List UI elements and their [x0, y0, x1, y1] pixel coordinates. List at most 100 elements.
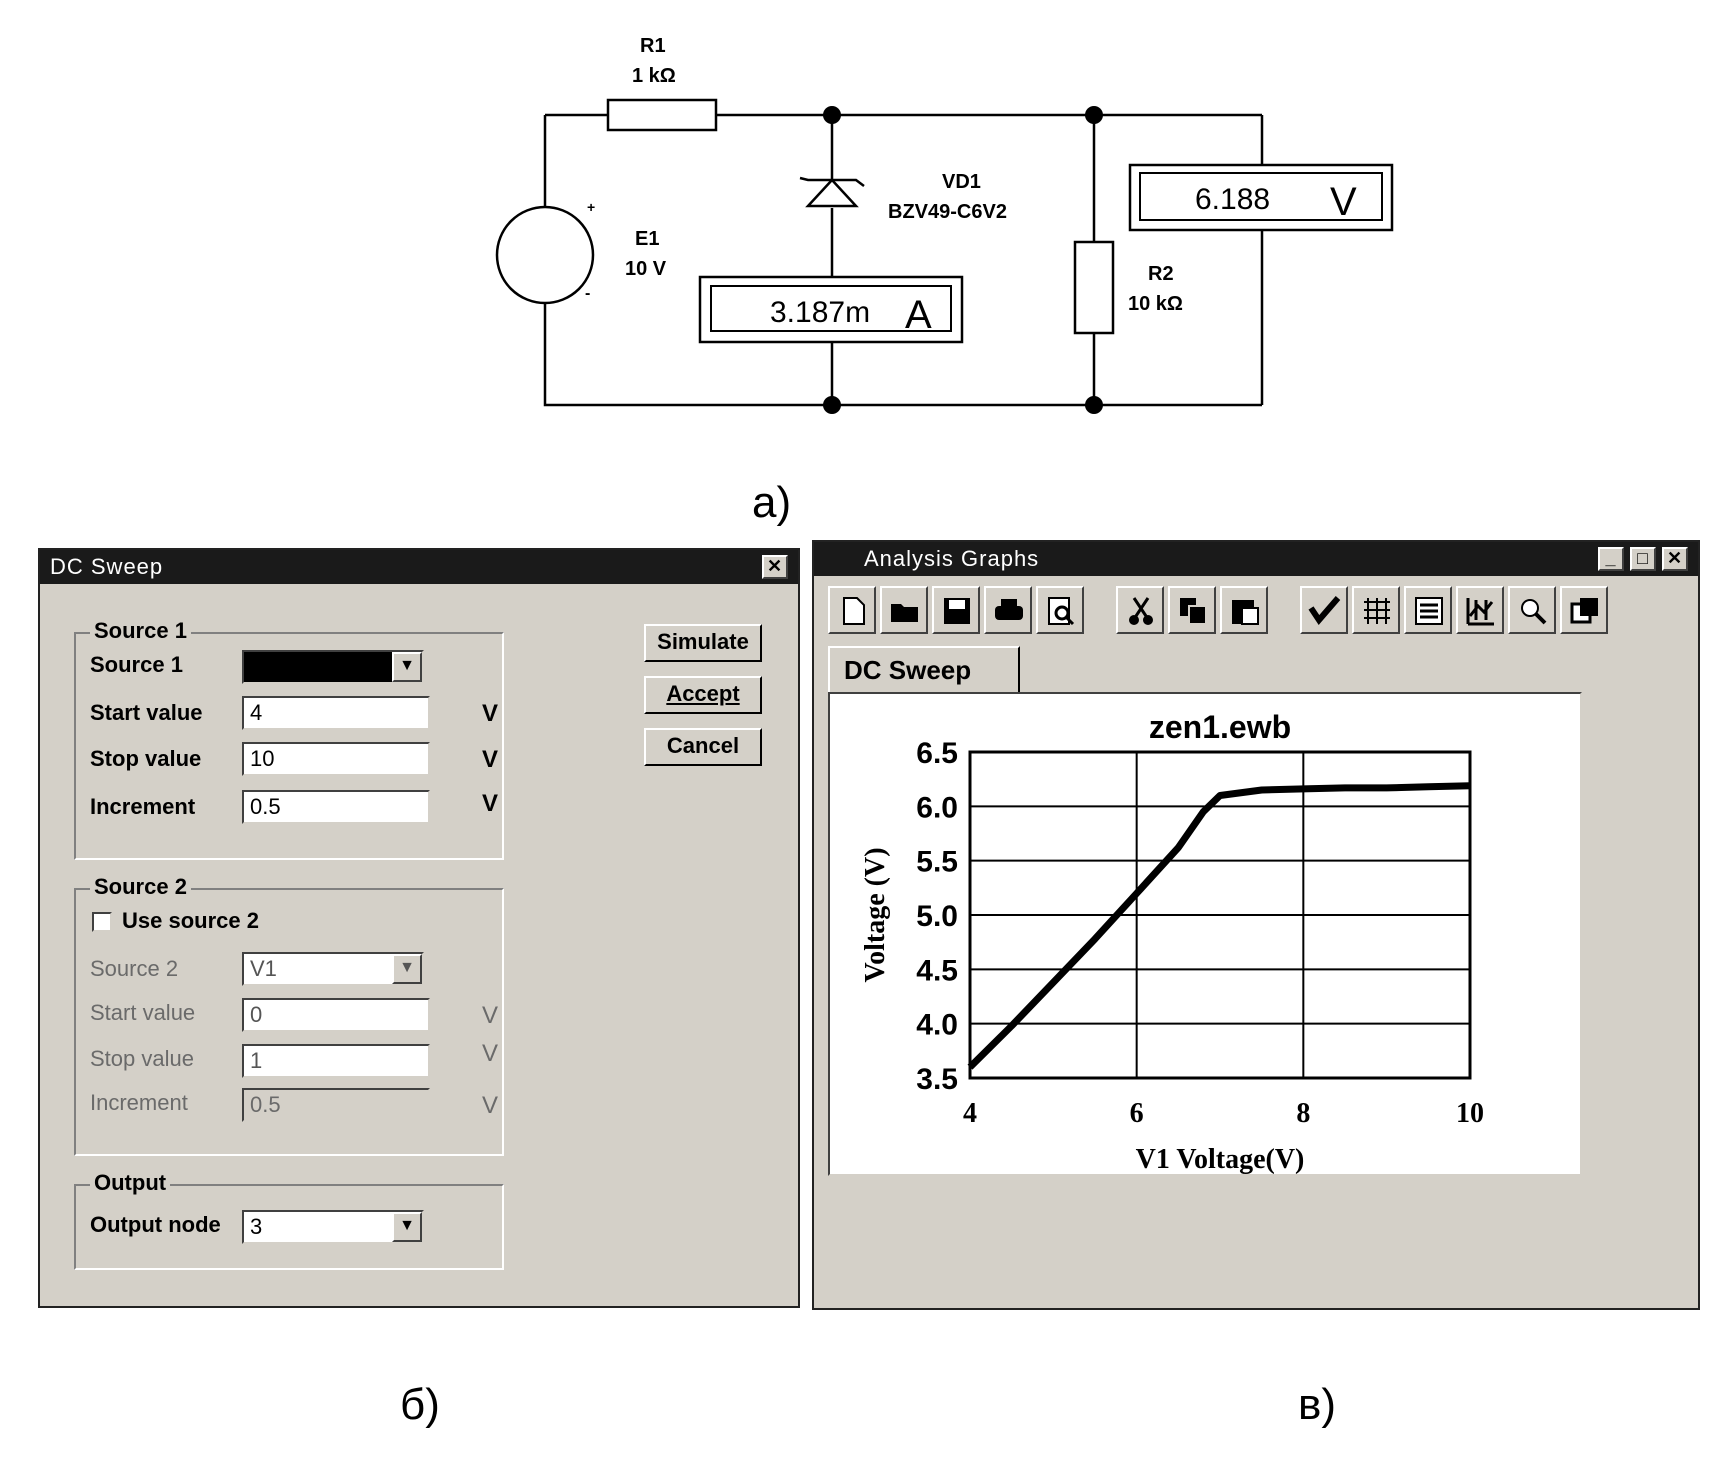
ammeter-reading: 3.187m	[770, 296, 870, 329]
x-tick-label: 8	[1296, 1098, 1310, 1129]
chevron-down-icon[interactable]: ▼	[392, 1212, 422, 1242]
source1-increment-input[interactable]: 0.5	[242, 790, 430, 824]
source1-select[interactable]: ▼	[242, 650, 424, 684]
source2-stop-label: Stop value	[90, 1046, 194, 1071]
analysis-titlebar: Analysis Graphs _ □ ✕	[814, 542, 1698, 576]
source1-group: Source 1 Source 1 ▼ Start value 4 V Stop…	[74, 618, 504, 860]
print-icon[interactable]	[984, 586, 1032, 634]
source1-label: Source 1	[90, 652, 183, 677]
tab-dc-sweep[interactable]: DC Sweep	[828, 646, 1020, 694]
source2-stop-unit: V	[482, 1040, 499, 1067]
y-axis-label: Voltage (V)	[860, 847, 891, 982]
cursor-icon[interactable]	[1456, 586, 1504, 634]
e1-value: 10 V	[625, 258, 667, 280]
source1-stop-label: Stop value	[90, 746, 202, 771]
source2-increment-input[interactable]: 0.5	[242, 1088, 430, 1122]
y-tick-label: 5.0	[916, 900, 958, 933]
close-icon[interactable]: ✕	[762, 555, 788, 579]
source1-start-unit: V	[482, 700, 499, 727]
vd1-model: BZV49-C6V2	[888, 201, 1007, 223]
new-icon[interactable]	[828, 586, 876, 634]
use-source2-label: Use source 2	[122, 908, 259, 933]
y-tick-label: 4.0	[916, 1009, 958, 1042]
output-node-select[interactable]: 3 ▼	[242, 1210, 424, 1244]
x-tick-label: 4	[963, 1098, 977, 1129]
chevron-down-icon[interactable]: ▼	[392, 652, 422, 682]
r1-name: R1	[640, 35, 666, 57]
output-group: Output Output node 3 ▼	[74, 1170, 504, 1270]
source1-start-label: Start value	[90, 700, 203, 725]
caption-a: а)	[752, 478, 792, 527]
toggle-icon[interactable]	[1300, 586, 1348, 634]
e1-minus: -	[585, 285, 590, 302]
source1-increment-label: Increment	[90, 794, 196, 819]
accept-button[interactable]: Accept	[644, 676, 762, 714]
grid-icon[interactable]	[1352, 586, 1400, 634]
source2-group: Source 2 Use source 2 Source 2 V1 ▼ Star…	[74, 874, 504, 1156]
source1-increment-unit: V	[482, 790, 499, 817]
source2-start-input[interactable]: 0	[242, 998, 430, 1032]
legend-icon[interactable]	[1404, 586, 1452, 634]
e1-voltage-source	[495, 205, 595, 305]
source2-increment-unit: V	[482, 1092, 499, 1119]
voltmeter: 6.188 V	[1128, 163, 1394, 232]
source1-stop-input[interactable]: 10	[242, 742, 430, 776]
voltmeter-unit: V	[1330, 180, 1357, 224]
source1-start-input[interactable]: 4	[242, 696, 430, 730]
minimize-icon[interactable]: _	[1598, 547, 1624, 571]
source1-stop-unit: V	[482, 746, 499, 773]
vd1-name: VD1	[942, 171, 981, 193]
cut-icon[interactable]	[1116, 586, 1164, 634]
analysis-graphs-window: Analysis Graphs _ □ ✕ DC Sweep 6.5 6.0 5.5…	[812, 540, 1700, 1310]
r2-name: R2	[1148, 263, 1174, 285]
source1-group-title: Source 1	[90, 618, 191, 644]
save-icon[interactable]	[932, 586, 980, 634]
close-icon[interactable]: ✕	[1662, 547, 1688, 571]
r2-resistor	[1073, 240, 1115, 335]
print-preview-icon[interactable]	[1036, 586, 1084, 634]
r1-resistor	[606, 98, 718, 132]
e1-name: E1	[635, 228, 659, 250]
voltmeter-reading: 6.188	[1195, 183, 1270, 216]
source2-label: Source 2	[90, 956, 179, 981]
source2-group-title: Source 2	[90, 874, 191, 900]
dc-sweep-titlebar: DC Sweep ✕	[40, 550, 798, 584]
vd1-zener-diode	[799, 176, 865, 208]
analysis-title: Analysis Graphs	[864, 546, 1040, 571]
zoom-icon[interactable]	[1508, 586, 1556, 634]
series-line	[967, 782, 1471, 1070]
simulate-button[interactable]: Simulate	[644, 624, 762, 662]
y-tick-label: 6.0	[916, 791, 958, 824]
y-tick-label: 5.5	[916, 846, 958, 879]
restore-icon[interactable]	[1560, 586, 1608, 634]
source2-start-label: Start value	[90, 1000, 196, 1025]
ammeter-unit: A	[905, 293, 932, 337]
y-tick-label: 6.5	[916, 737, 958, 770]
dc-sweep-dialog: DC Sweep ✕ Source 1 Source 1 ▼ Start val…	[38, 548, 800, 1308]
y-tick-label: 3.5	[916, 1063, 958, 1096]
cancel-button[interactable]: Cancel	[644, 728, 762, 766]
source2-start-unit: V	[482, 1002, 499, 1029]
dc-sweep-title: DC Sweep	[50, 554, 164, 579]
r2-value: 10 kΩ	[1128, 293, 1183, 315]
r1-value: 1 kΩ	[632, 65, 676, 87]
open-icon[interactable]	[880, 586, 928, 634]
output-node-label: Output node	[90, 1212, 221, 1237]
x-tick-label: 10	[1456, 1098, 1484, 1129]
caption-c: в)	[1298, 1380, 1337, 1429]
maximize-icon[interactable]: □	[1630, 547, 1656, 571]
source2-stop-input[interactable]: 1	[242, 1044, 430, 1078]
ammeter: 3.187m A	[698, 275, 964, 344]
caption-b: б)	[400, 1380, 440, 1429]
x-tick-label: 6	[1130, 1098, 1144, 1129]
chart-title: zen1.ewb	[1149, 709, 1291, 745]
paste-icon[interactable]	[1220, 586, 1268, 634]
e1-plus: +	[587, 199, 595, 215]
use-source2-checkbox[interactable]	[92, 912, 112, 932]
source2-select[interactable]: V1 ▼	[242, 952, 424, 986]
chevron-down-icon[interactable]: ▼	[392, 954, 422, 984]
y-tick-label: 4.5	[916, 954, 958, 987]
copy-icon[interactable]	[1168, 586, 1216, 634]
